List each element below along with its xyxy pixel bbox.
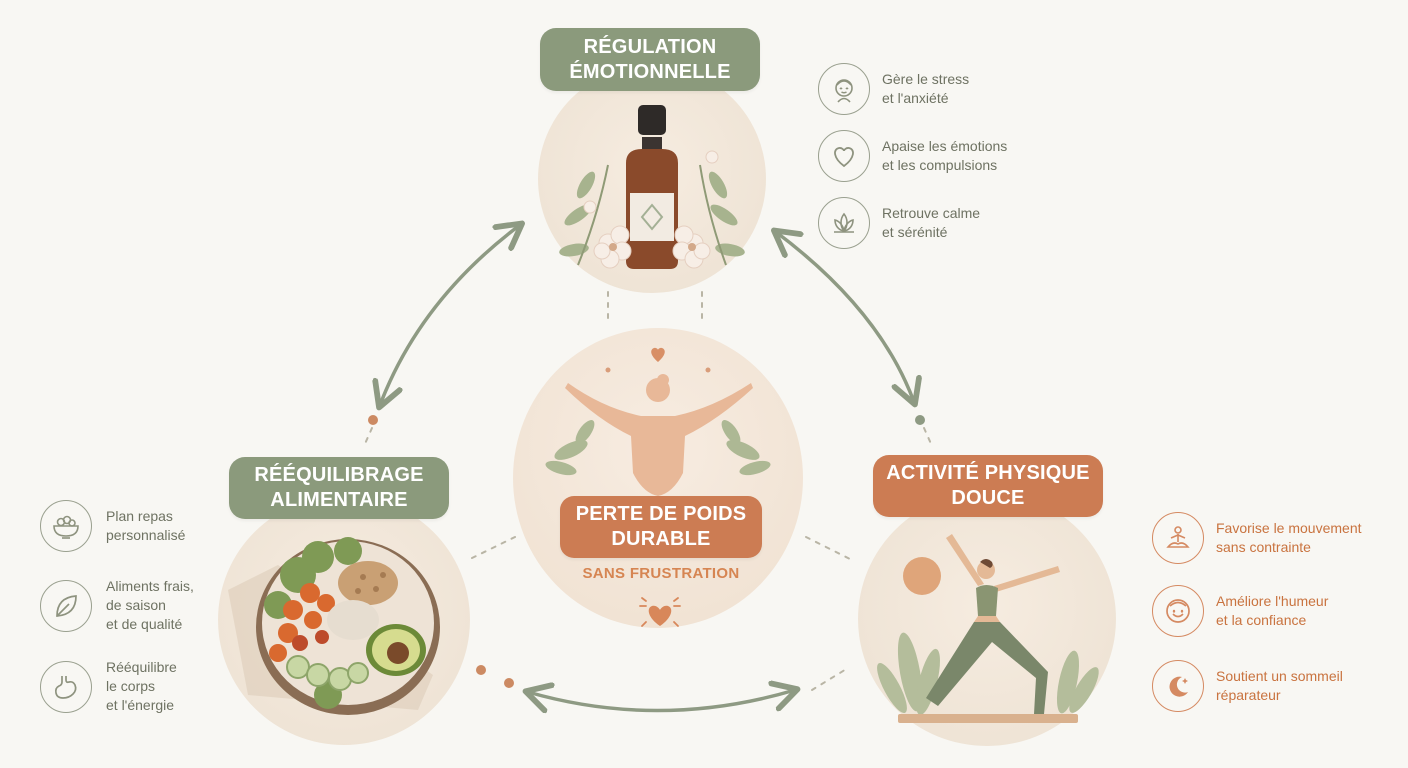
benefit-text: Plan repas personnalisé: [106, 508, 186, 543]
benefit-text: Aliments frais, de saison et de qualité: [106, 578, 194, 632]
leaf-icon: [40, 579, 92, 632]
center-illustration-circle: [513, 328, 803, 628]
woman-silhouette-illustration: [545, 347, 771, 496]
benefit-text: Rééquilibre le corps et l'énergie: [106, 659, 177, 713]
benefit-emotions: Apaise les émotions et les compulsions: [818, 130, 1007, 182]
connector-dot: [476, 665, 486, 675]
emotional-illustration-circle: [538, 65, 766, 293]
benefit-stress: Gère le stress et l'anxiété: [818, 63, 969, 115]
meditation-icon: [1152, 512, 1204, 564]
benefit-text: Retrouve calme et sérénité: [882, 205, 981, 240]
yoga-pose-illustration: [877, 534, 1099, 723]
center-subtitle: SANS FRUSTRATION: [582, 565, 740, 582]
benefit-text: Apaise les émotions et les compulsions: [882, 138, 1008, 173]
moon-icon: [1152, 660, 1204, 712]
benefit-rebalance: Rééquilibre le corps et l'énergie: [40, 658, 177, 715]
calm-face-icon: [818, 63, 870, 115]
smile-icon: [1152, 585, 1204, 637]
benefit-mood: Améliore l'humeur et la confiance: [1152, 585, 1328, 637]
arrow-nutrition-to-activity: [528, 690, 795, 711]
salad-bowl-illustration: [228, 537, 440, 715]
stomach-icon: [40, 660, 92, 713]
nutrition-pillar-title: RÉÉQUILIBRAGE ALIMENTAIRE: [229, 457, 449, 519]
benefit-text: Soutient un sommeil réparateur: [1216, 668, 1343, 703]
benefit-fresh-food: Aliments frais, de saison et de qualité: [40, 577, 194, 634]
benefit-text: Favorise le mouvement sans contrainte: [1216, 520, 1362, 555]
connector-dot: [504, 678, 514, 688]
emotional-pillar-title: RÉGULATION ÉMOTIONNELLE: [540, 28, 760, 91]
arrow-emotional-to-nutrition: [380, 225, 520, 405]
connector-dot: [368, 415, 378, 425]
benefit-serenity: Retrouve calme et sérénité: [818, 197, 980, 249]
benefit-movement: Favorise le mouvement sans contrainte: [1152, 512, 1362, 564]
lotus-icon: [818, 197, 870, 249]
heart-icon: [818, 130, 870, 182]
center-goal-title: PERTE DE POIDS DURABLE: [560, 496, 762, 558]
center-heart-icon: [639, 597, 681, 627]
benefit-sleep: Soutient un sommeil réparateur: [1152, 660, 1343, 712]
arrow-emotional-to-activity: [776, 232, 914, 402]
dropper-bottle-illustration: [559, 105, 745, 269]
benefit-text: Gère le stress et l'anxiété: [882, 71, 970, 106]
salad-bowl-icon: [40, 500, 92, 552]
connector-dot: [915, 415, 925, 425]
activity-illustration-circle: [858, 492, 1116, 746]
benefit-text: Améliore l'humeur et la confiance: [1216, 593, 1329, 628]
benefit-meal-plan: Plan repas personnalisé: [40, 500, 185, 552]
nutrition-illustration-circle: [218, 495, 470, 745]
activity-pillar-title: ACTIVITÉ PHYSIQUE DOUCE: [873, 455, 1103, 517]
